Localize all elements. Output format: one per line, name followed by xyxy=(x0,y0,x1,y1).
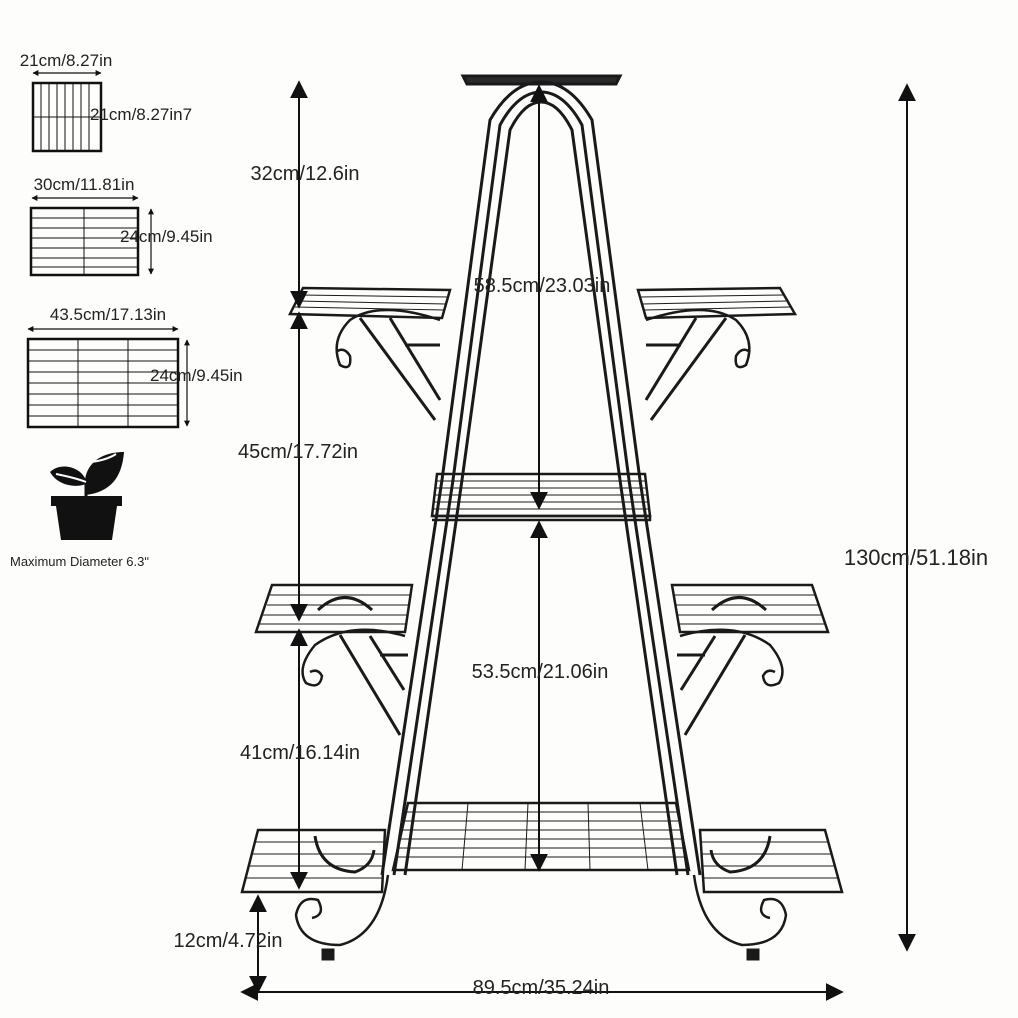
foot-height-label: 12cm/4.72in xyxy=(174,930,283,952)
top-gap-label: 32cm/12.6in xyxy=(251,163,360,185)
total-width-label: 89.5cm/35.24in xyxy=(473,977,610,999)
large-shelf-width-label: 43.5cm/17.13in xyxy=(50,305,166,324)
dimension-arrows xyxy=(240,80,916,1001)
small-shelf-depth-label: 21cm/8.27in7 xyxy=(90,105,192,124)
shelf-size-small: 21cm/8.27in 21cm/8.27in7 xyxy=(20,51,192,153)
pot-diameter-label: Maximum Diameter 6.3ʺ xyxy=(10,554,149,569)
plant-stand-drawing xyxy=(240,74,844,961)
lower-gap-label: 41cm/16.14in xyxy=(240,742,360,764)
pot-icon xyxy=(50,452,124,540)
medium-shelf-depth-label: 24cm/9.45in xyxy=(120,227,213,246)
shelf-size-medium: 30cm/11.81in 24cm/9.45in xyxy=(29,175,213,277)
shelf-size-large: 43.5cm/17.13in 24cm/9.45in xyxy=(26,305,243,429)
center-upper-label: 58.5cm/23.03in xyxy=(474,275,611,297)
large-shelf-depth-label: 24cm/9.45in xyxy=(150,366,243,385)
medium-shelf-width-label: 30cm/11.81in xyxy=(34,175,135,194)
upper-gap-label: 45cm/17.72in xyxy=(238,441,358,463)
small-shelf-width-label: 21cm/8.27in xyxy=(20,51,113,70)
total-height-label: 130cm/51.18in xyxy=(844,545,988,570)
center-lower-label: 53.5cm/21.06in xyxy=(472,661,609,683)
